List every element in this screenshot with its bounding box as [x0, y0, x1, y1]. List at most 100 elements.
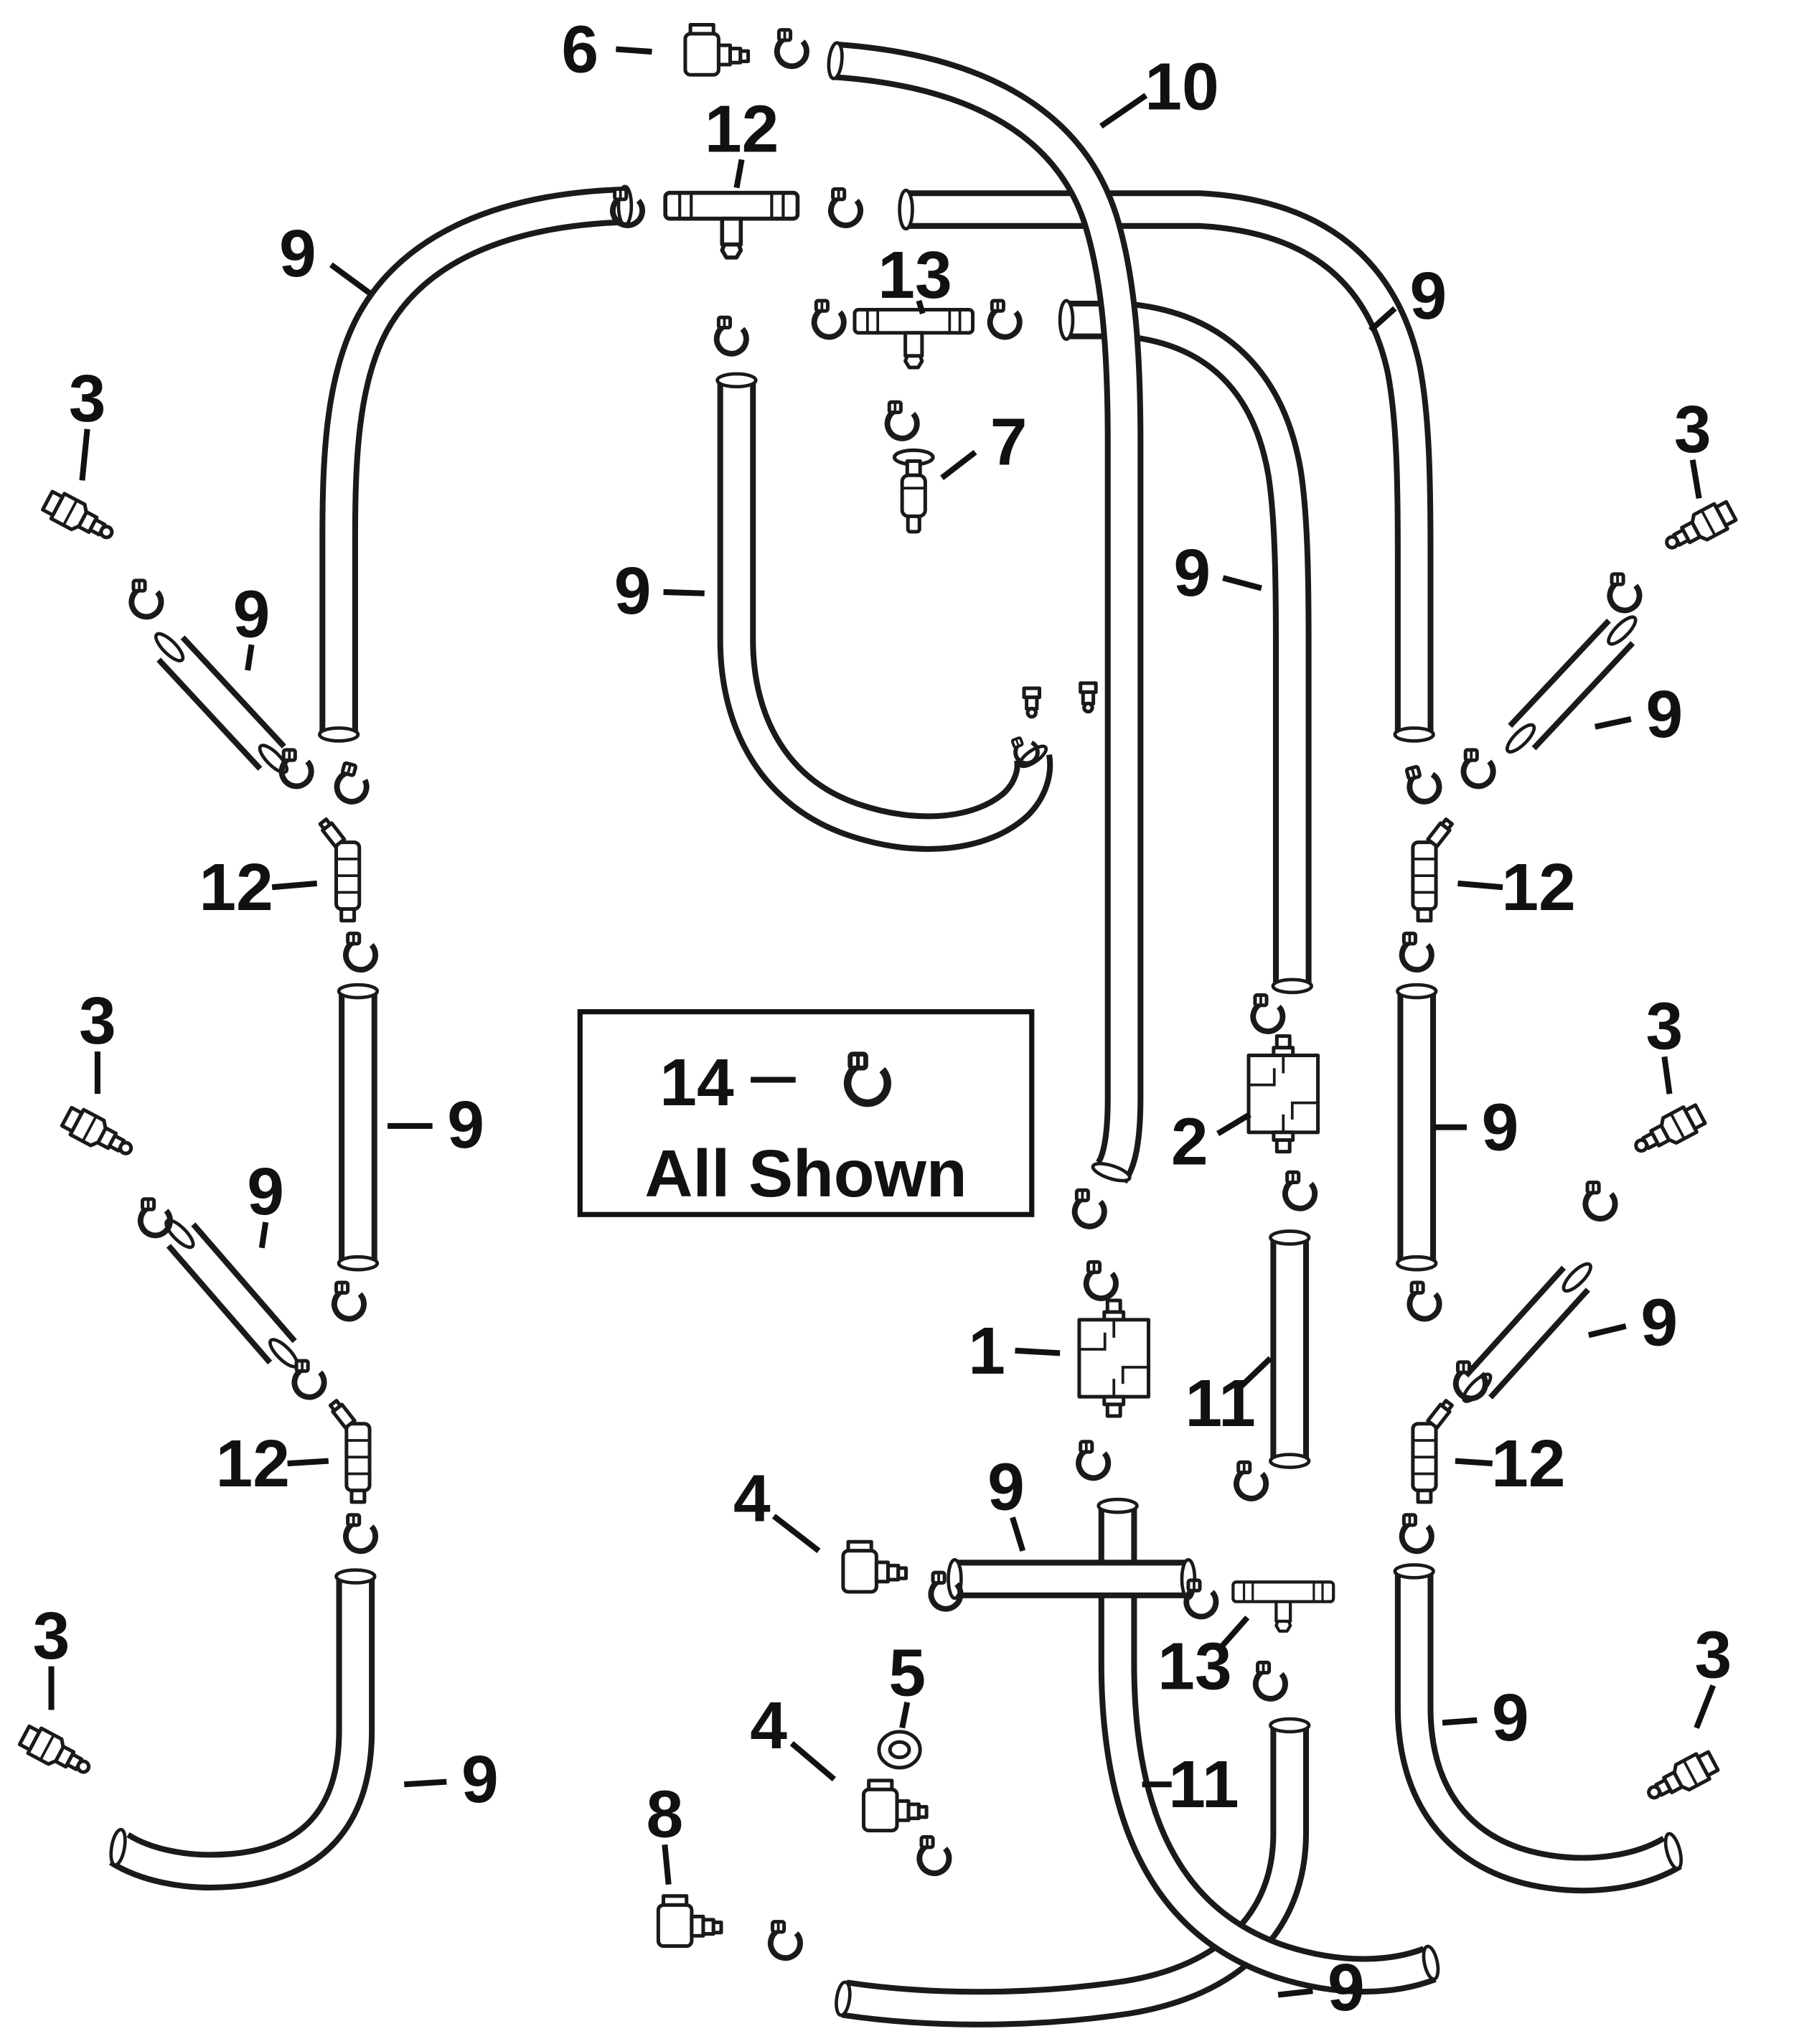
elbow-connector-4-upper — [843, 1542, 906, 1592]
legend-border — [577, 1009, 1035, 1217]
clamp-icon — [1464, 750, 1493, 787]
clamp-icon — [771, 1922, 800, 1959]
callout-leader-9 — [1587, 1323, 1627, 1339]
callout-label-8: 8 — [646, 1776, 683, 1851]
small-fitting-a — [1024, 688, 1039, 717]
clamp-icon — [1404, 762, 1442, 805]
callout-label-9: 9 — [987, 1449, 1025, 1524]
callout-label-6: 6 — [561, 11, 598, 86]
clamp-icon — [141, 1199, 170, 1236]
callout-label-7: 7 — [990, 405, 1028, 479]
clamp-icon — [888, 402, 917, 439]
callout-label-12: 12 — [199, 850, 273, 924]
clamp-icon — [1086, 1262, 1116, 1298]
fuel-filter-1 — [1079, 1300, 1149, 1416]
callout-leader-1 — [1015, 1347, 1061, 1356]
callout-label-12: 12 — [1501, 850, 1575, 924]
inline-connector-12-right-lower — [1413, 1400, 1454, 1502]
callout-label-9: 9 — [1640, 1285, 1678, 1359]
callout-leader-9 — [1594, 716, 1632, 730]
clamp-icon — [1402, 934, 1432, 970]
callout-label-9: 9 — [1173, 535, 1211, 610]
callout-label-9: 9 — [614, 553, 652, 628]
hose-9-bottom-left — [108, 1579, 375, 1890]
clamp-icon — [1585, 1183, 1615, 1219]
clamp-icon — [777, 30, 807, 67]
callout-label-3: 3 — [69, 361, 106, 436]
callout-label-9: 9 — [1482, 1090, 1519, 1165]
clamp-icon — [814, 301, 844, 337]
clamp-icon — [1253, 995, 1282, 1031]
hose-9-left-short-upper — [156, 635, 286, 771]
tee-connector-13-bottom — [1233, 1582, 1333, 1631]
callout-label-9: 9 — [447, 1087, 484, 1162]
callout-label-12: 12 — [216, 1426, 290, 1501]
hose-9-left-short-lower — [166, 1222, 297, 1365]
quick-connector-3-bottom-left — [18, 1723, 95, 1782]
quick-connector-3-bottom-right — [1643, 1748, 1719, 1807]
callout-leader-9 — [1368, 306, 1397, 333]
callout-leader-12 — [1457, 880, 1503, 891]
callout-label-12: 12 — [705, 91, 779, 166]
callout-leader-5 — [899, 1701, 911, 1729]
callout-label-1: 1 — [968, 1313, 1005, 1388]
hose-9-right-short-upper — [1508, 619, 1635, 751]
callout-leader-9 — [663, 589, 705, 596]
tee-connector-12-top — [665, 193, 797, 258]
clamp-icon — [131, 581, 161, 617]
callout-leader-8 — [662, 1844, 672, 1885]
callout-label-3: 3 — [1674, 392, 1711, 467]
elbow-connector-4-lower — [864, 1781, 927, 1831]
clamp-icon — [1610, 574, 1639, 611]
callout-label-3: 3 — [1646, 988, 1683, 1063]
callout-leader-3 — [1661, 1056, 1673, 1094]
clamp-icon — [346, 934, 375, 970]
callout-leader-13 — [1216, 1616, 1250, 1653]
callout-leader-3 — [1694, 1684, 1716, 1730]
clamp-icon — [1402, 1515, 1432, 1552]
callout-leader-4 — [771, 1514, 821, 1553]
callout-leader-9 — [1222, 575, 1262, 591]
callout-label-3: 3 — [33, 1598, 70, 1673]
callout-leader-6 — [616, 46, 652, 55]
hose-9-center — [717, 381, 1053, 852]
callout-label-9: 9 — [247, 1154, 284, 1229]
callout-leader-4 — [789, 1740, 836, 1782]
callout-leader-3 — [79, 428, 90, 481]
hose-11-bottom — [1098, 1508, 1437, 1995]
callout-label-13: 13 — [1157, 1629, 1231, 1704]
clamp-icon — [990, 301, 1020, 337]
legend-number: 14 — [659, 1045, 734, 1120]
callout-label-12: 12 — [1491, 1426, 1565, 1501]
clamp-icon — [1285, 1172, 1315, 1209]
callout-label-9: 9 — [1492, 1680, 1529, 1755]
callout-label-9: 9 — [1328, 1950, 1365, 2025]
hose-9-top-right-inner — [1066, 300, 1312, 984]
clamp-icon — [717, 317, 746, 354]
callout-label-9: 9 — [1409, 258, 1447, 333]
callout-leader-12 — [271, 880, 318, 891]
callout-leader-11 — [1239, 1356, 1273, 1389]
callout-label-4: 4 — [733, 1461, 771, 1535]
callout-leader-9 — [404, 1778, 447, 1788]
tee-connector-13-top — [855, 310, 973, 367]
inline-connector-12-left-lower — [329, 1400, 370, 1502]
callout-label-13: 13 — [878, 238, 952, 312]
clamp-icon — [919, 1837, 949, 1874]
clamp-icon — [334, 1283, 364, 1319]
elbow-connector-8 — [658, 1896, 721, 1946]
clamp-icon — [831, 189, 860, 225]
callout-leader-12 — [733, 159, 745, 189]
clamp-icon — [1256, 1662, 1285, 1699]
callout-label-3: 3 — [1694, 1618, 1732, 1692]
small-fitting-b — [1081, 683, 1096, 712]
callout-label-3: 3 — [79, 983, 116, 1058]
clamp-icon — [294, 1361, 324, 1397]
callout-leader-2 — [1216, 1112, 1251, 1137]
callout-leader-12 — [287, 1458, 329, 1467]
hose-9-bottom-center-curve — [841, 1727, 1310, 2027]
clamp-icon — [1079, 1442, 1108, 1478]
hose-9-bottom-right — [1394, 1573, 1682, 1894]
